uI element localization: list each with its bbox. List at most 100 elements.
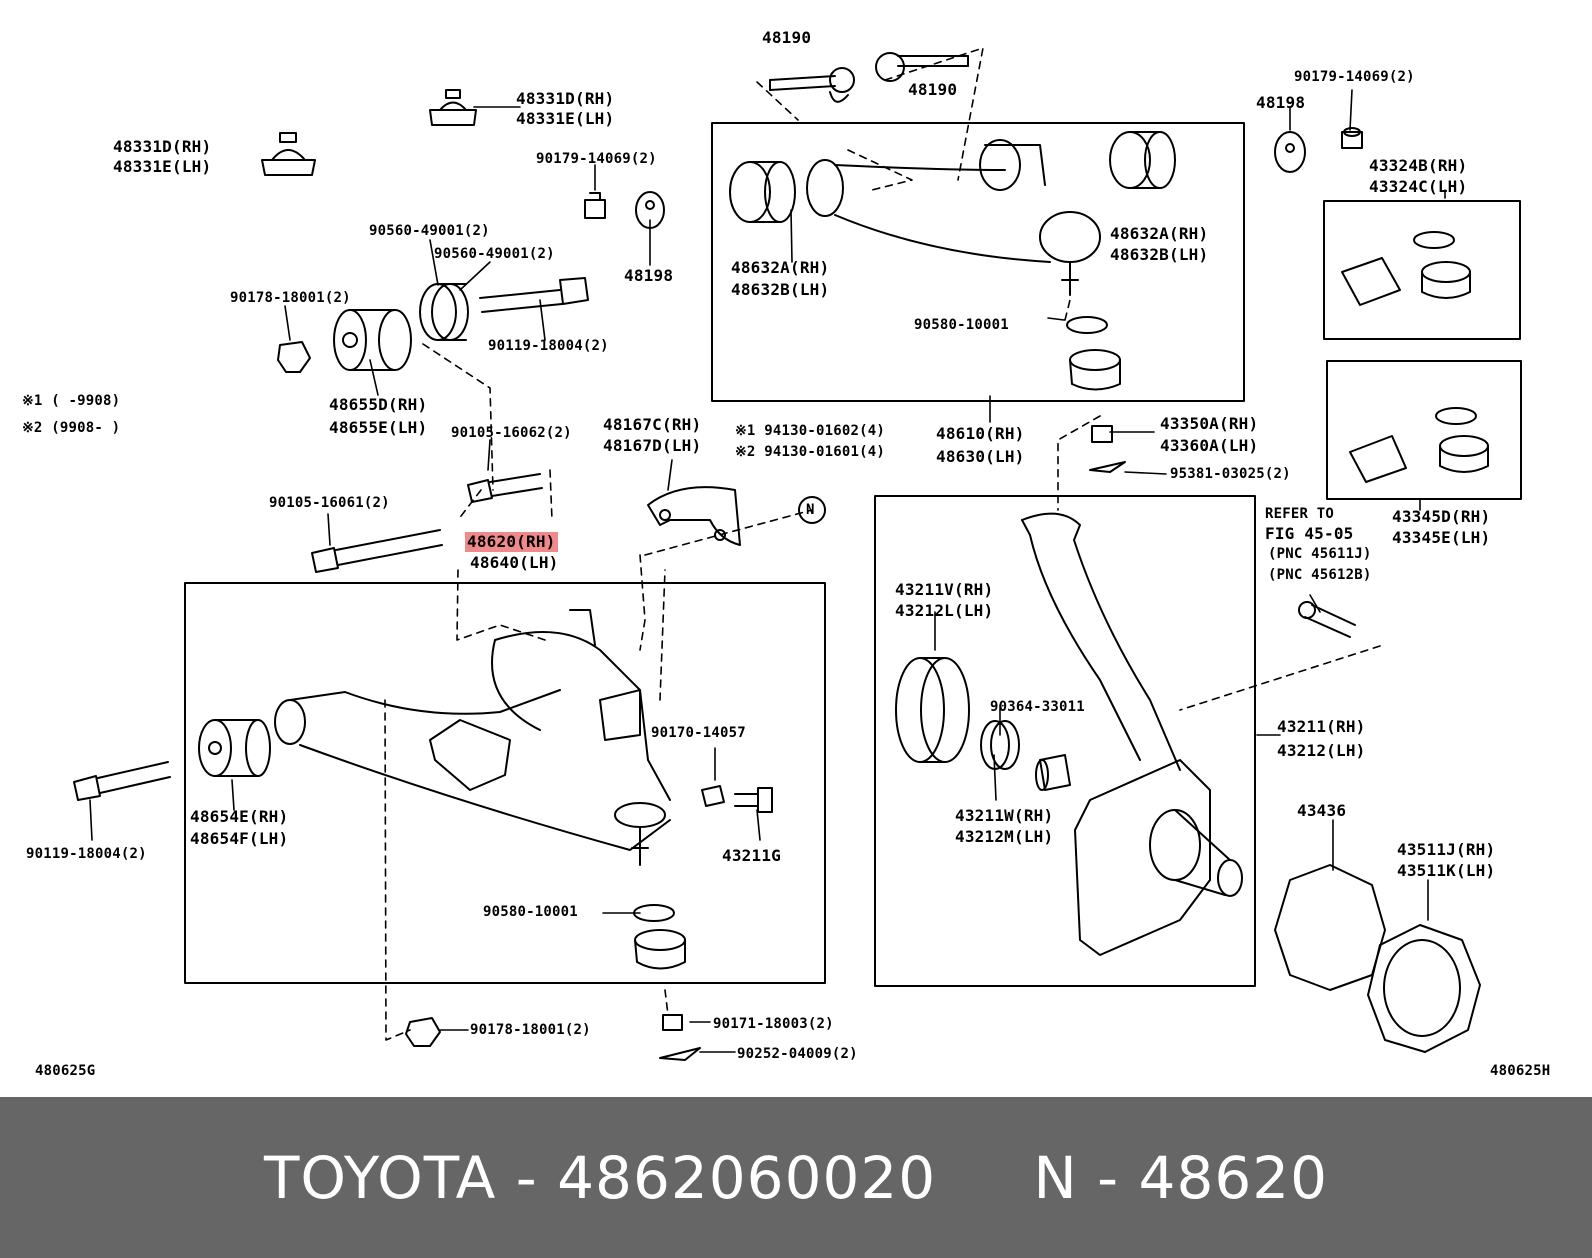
part-label: 48167D(LH) (603, 436, 702, 455)
upper-arm-drawing (729, 131, 1176, 296)
part-label: 48632A(RH) (1110, 224, 1209, 243)
kit-43324 (1341, 231, 1471, 306)
part-label: 48331E(LH) (113, 157, 212, 176)
reference-label: (PNC 45611J) (1268, 546, 1372, 562)
knuckle-drawing (1021, 512, 1243, 956)
bolt-90105-16061 (311, 529, 443, 573)
part-label: 43345D(RH) (1392, 507, 1491, 526)
part-label: 43212L(LH) (895, 601, 994, 620)
part-label: 90119-18004(2) (488, 338, 609, 354)
cam-48198-right (1274, 131, 1306, 173)
nut-43350 (1091, 425, 1113, 443)
part-label: 43345E(LH) (1392, 528, 1491, 547)
part-label: 48331D(RH) (516, 89, 615, 108)
nut-90179-right (1341, 127, 1363, 149)
part-label: 48654F(LH) (190, 829, 289, 848)
note-label: ※1 ( -9908) (22, 393, 121, 409)
part-label: 48331D(RH) (113, 137, 212, 156)
bolt-90105-16062 (467, 473, 543, 503)
n-marker-label: N (806, 502, 815, 518)
part-label: 48632B(LH) (731, 280, 830, 299)
nut-90178-top (277, 341, 311, 373)
pin-90252 (659, 1047, 701, 1061)
pin-95381 (1089, 461, 1126, 473)
part-label: 90171-18003(2) (713, 1016, 834, 1032)
part-label: 43350A(RH) (1160, 414, 1259, 433)
part-number-banner: TOYOTA - 4862060020 N - 48620 (0, 1097, 1592, 1258)
part-label: ※2 94130-01601(4) (735, 444, 885, 460)
bracket-48167 (647, 486, 741, 546)
seal-43211v (895, 657, 970, 763)
boot-lower (634, 929, 686, 970)
ball-joint-kit-box-1 (1323, 200, 1521, 340)
part-label: 48655E(LH) (329, 418, 428, 437)
parts-diagram: 48190 48190 48331D(RH) 48331E(LH) 48331D… (22, 28, 1551, 1079)
part-label: 90560-49001(2) (369, 223, 490, 239)
bushing-48654 (198, 719, 271, 777)
diagram-drawing (73, 47, 1522, 1061)
part-label: 90252-04009(2) (737, 1046, 858, 1062)
ring-90580-bottom (633, 904, 675, 922)
cover-43511 (1367, 924, 1481, 1053)
part-label: 90105-16062(2) (451, 425, 572, 441)
nut-90179-mid (584, 192, 606, 219)
n-marker-circle (798, 496, 826, 524)
part-label: 43211G (722, 846, 781, 865)
highlighted-part-label: 48620(RH) (465, 532, 558, 552)
lower-arm-drawing (274, 609, 671, 866)
figure-code-right: 480625H (1490, 1063, 1551, 1079)
part-label: 90580-10001 (483, 904, 578, 920)
gasket-43436 (1274, 864, 1386, 991)
part-label: 48167C(RH) (603, 415, 702, 434)
part-label: 48198 (1256, 93, 1306, 112)
part-label: 43211V(RH) (895, 580, 994, 599)
part-label: 48654E(RH) (190, 807, 289, 826)
part-label: 43324B(RH) (1369, 156, 1468, 175)
part-label: 43211W(RH) (955, 806, 1054, 825)
nut-90171 (662, 1014, 683, 1031)
part-label: 48632A(RH) (731, 258, 830, 277)
banner-text: TOYOTA - 4862060020 N - 48620 (263, 1143, 1329, 1212)
part-label: 90178-18001(2) (230, 290, 351, 306)
ball-joint-kit-box-2 (1326, 360, 1522, 500)
part-label: 43511K(LH) (1397, 861, 1496, 880)
bolt-48190-b (875, 52, 969, 82)
part-label: 43212M(LH) (955, 827, 1054, 846)
part-label: 48610(RH) (936, 424, 1025, 443)
part-label: 48190 (908, 80, 958, 99)
bolt-43211g (734, 787, 773, 813)
part-label: 90105-16061(2) (269, 495, 390, 511)
bolt-48190 (769, 67, 855, 103)
part-label: 48632B(LH) (1110, 245, 1209, 264)
part-label: 43511J(RH) (1397, 840, 1496, 859)
part-label: 43212(LH) (1277, 741, 1366, 760)
note-label: ※2 (9908- ) (22, 420, 121, 436)
nut-90178-bottom (405, 1017, 441, 1047)
bushing-48655 (333, 309, 412, 371)
bumper-48331-left (261, 132, 316, 176)
part-label: 90179-14069(2) (1294, 69, 1415, 85)
part-label: 43436 (1297, 801, 1347, 820)
bolt-90119-left (73, 761, 171, 801)
bearing-90364 (1035, 754, 1071, 791)
knuckle-box (874, 495, 1256, 987)
boot-upper (1069, 349, 1121, 391)
part-label: 90179-14069(2) (536, 151, 657, 167)
bushing-90560 (419, 283, 469, 341)
cam-48198-mid (635, 191, 665, 229)
part-label: 48190 (762, 28, 812, 47)
part-label: 90178-18001(2) (470, 1022, 591, 1038)
bolt-90119-top (479, 277, 589, 313)
part-label: 90119-18004(2) (26, 846, 147, 862)
part-label: 48640(LH) (470, 553, 559, 572)
part-label: 90560-49001(2) (434, 246, 555, 262)
seal-43211w (980, 720, 1020, 770)
part-label: 95381-03025(2) (1170, 466, 1291, 482)
reference-label: (PNC 45612B) (1268, 567, 1372, 583)
part-label: 48630(LH) (936, 447, 1025, 466)
figure-code-left: 480625G (35, 1063, 96, 1079)
reference-label: FIG 45-05 (1265, 524, 1354, 543)
nut-90170 (701, 785, 725, 807)
part-label: 90170-14057 (651, 725, 746, 741)
bolt-pnc (1298, 601, 1356, 638)
